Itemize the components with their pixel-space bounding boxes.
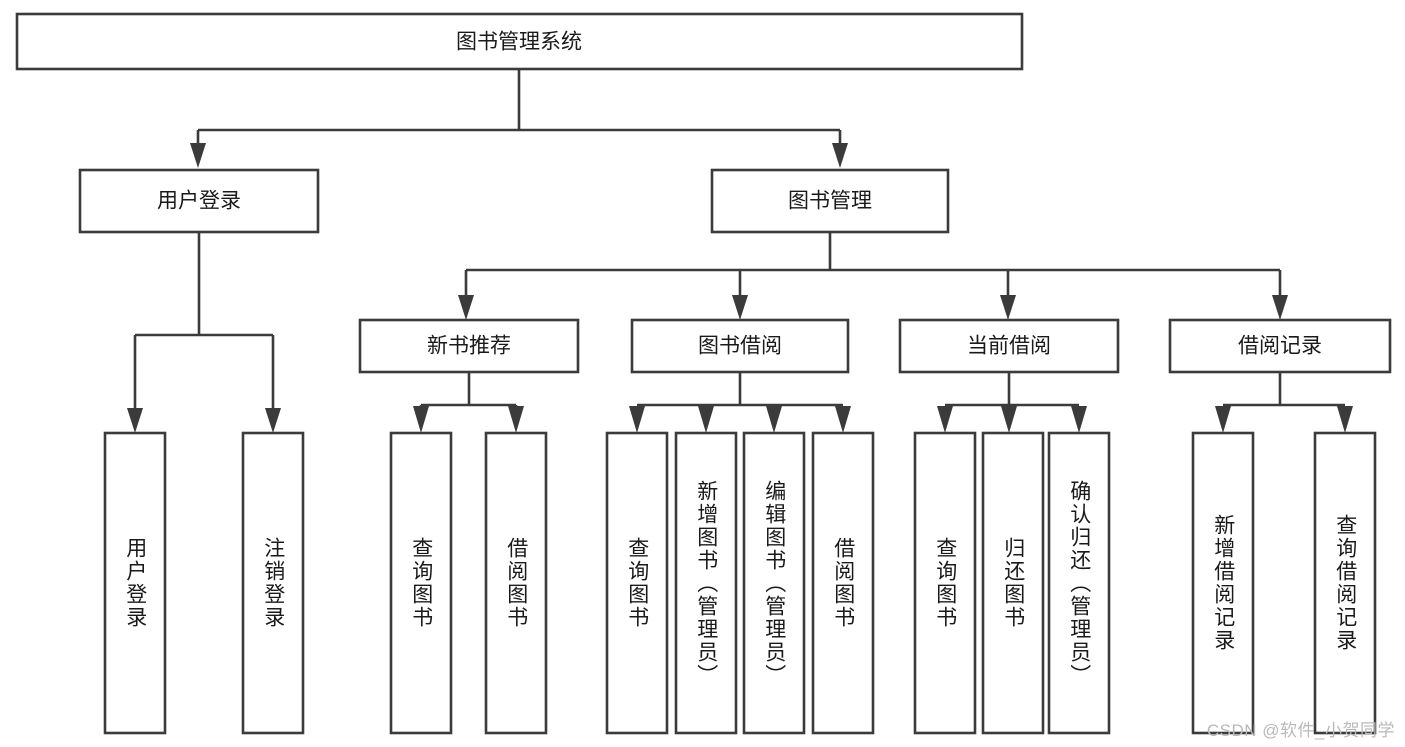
user-login-label: 用户登录 — [157, 190, 241, 213]
leaf-box-edit-book-admin[interactable] — [742, 431, 806, 735]
node-new-book-recommend[interactable]: 新书推荐 — [358, 318, 580, 374]
watermark-text: CSDN @软件_小贺同学 — [1206, 721, 1395, 740]
connector-borrowrecord-to-leaves — [1215, 372, 1353, 433]
current-borrow-label: 当前借阅 — [967, 335, 1051, 358]
arrow-head-icon — [413, 406, 429, 433]
root-label: 图书管理系统 — [456, 31, 582, 54]
arrow-head-icon — [732, 295, 748, 320]
current-borrow-box — [898, 318, 1120, 374]
node-book-management[interactable]: 图书管理 — [710, 168, 950, 234]
leaf-box-logout-login[interactable] — [241, 431, 305, 735]
new-book-recommend-box — [358, 318, 580, 374]
arrow-head-icon — [766, 406, 782, 433]
arrow-head-icon — [127, 408, 143, 433]
leaf-box-query-book-3[interactable] — [913, 431, 977, 735]
connector-userlogin-to-leaves — [127, 232, 281, 433]
leaf-box-add-book-admin[interactable] — [674, 431, 738, 735]
node-user-login[interactable]: 用户登录 — [78, 168, 320, 234]
leaf-box-query-book-1[interactable] — [389, 431, 453, 735]
leaf-box-user-login[interactable] — [103, 431, 167, 735]
node-book-borrow[interactable]: 图书借阅 — [630, 318, 850, 374]
node-root[interactable]: 图书管理系统 — [15, 12, 1024, 71]
leaf-box-borrow-book-2[interactable] — [811, 431, 875, 735]
new-book-recommend-label: 新书推荐 — [427, 335, 511, 358]
leaf-box-add-borrow-record[interactable] — [1191, 431, 1255, 735]
leaf-box-query-book-2[interactable] — [605, 431, 669, 735]
arrow-head-icon — [937, 406, 953, 433]
arrow-head-icon — [698, 406, 714, 433]
arrow-head-icon — [835, 406, 851, 433]
connector-bookmgmt-to-level3 — [458, 232, 1288, 320]
connector-currentborrow-to-leaves — [937, 372, 1087, 433]
arrow-head-icon — [1272, 295, 1288, 320]
arrow-head-icon — [1337, 406, 1353, 433]
node-current-borrow[interactable]: 当前借阅 — [898, 318, 1120, 374]
leaf-box-borrow-book-1[interactable] — [484, 431, 548, 735]
connector-root-to-level2 — [190, 69, 848, 168]
arrow-head-icon — [629, 406, 645, 433]
borrow-record-label: 借阅记录 — [1238, 335, 1322, 358]
arrow-head-icon — [508, 406, 524, 433]
leaf-box-query-borrow-record[interactable] — [1313, 431, 1377, 735]
root-box — [15, 12, 1024, 71]
connector-bookborrow-to-leaves — [629, 372, 851, 433]
connector-newbook-to-leaves — [413, 372, 524, 433]
book-borrow-label: 图书借阅 — [698, 335, 782, 358]
arrow-head-icon — [1215, 406, 1231, 433]
node-borrow-record[interactable]: 借阅记录 — [1168, 318, 1392, 374]
arrow-head-icon — [265, 408, 281, 433]
user-login-box — [78, 168, 320, 234]
book-management-label: 图书管理 — [788, 190, 872, 213]
arrow-head-icon — [1000, 295, 1016, 320]
arrow-head-icon — [1071, 406, 1087, 433]
arrow-head-icon — [190, 143, 206, 168]
arrow-head-icon — [832, 143, 848, 168]
arrow-head-icon — [1001, 406, 1017, 433]
arrow-head-icon — [458, 295, 474, 320]
leaf-box-return-book[interactable] — [981, 431, 1045, 735]
leaf-box-confirm-return-admin[interactable] — [1047, 431, 1111, 735]
